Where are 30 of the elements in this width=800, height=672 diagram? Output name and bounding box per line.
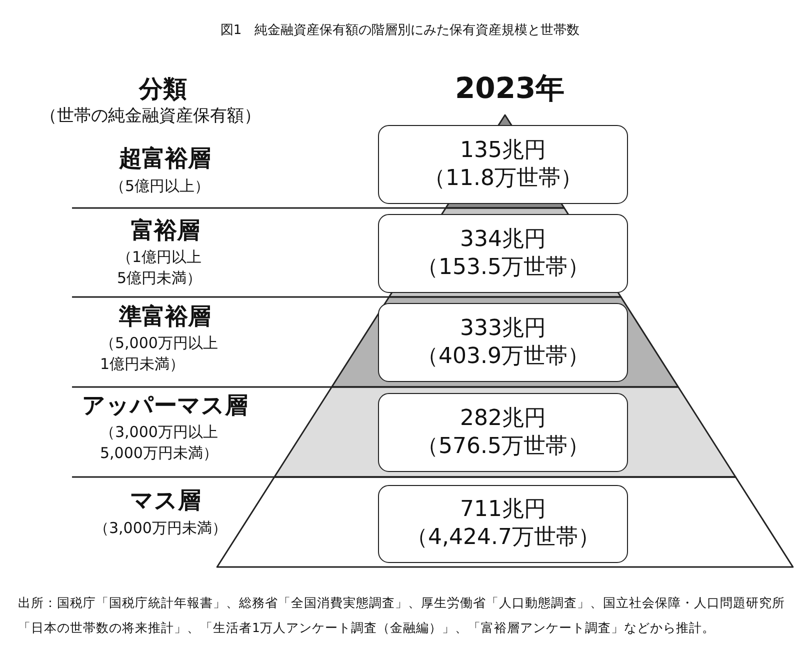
tier-name: マス層 [130,487,201,516]
value-box [378,303,628,382]
value-box [378,485,628,563]
household-count: （576.5万世帯） [416,432,590,460]
asset-amount: 135兆円 [460,136,546,164]
household-count: （11.8万世帯） [424,164,582,192]
asset-amount: 333兆円 [460,314,546,342]
asset-amount: 334兆円 [460,226,546,254]
household-count: （153.5万世帯） [416,254,590,282]
value-box [378,125,628,204]
household-count: （403.9万世帯） [416,342,590,370]
category-heading-note: （世帯の純金融資産保有額） [40,105,261,128]
asset-amount: 282兆円 [460,404,546,432]
tier-range: （3,000万円以上5,000万円未満） [100,422,219,464]
year-heading: 2023年 [455,70,565,107]
asset-amount: 711兆円 [460,496,546,524]
tier-name: 富裕層 [131,217,200,246]
source-note: 出所：国税庁「国税庁統計年報書」、総務省「全国消費実態調査」、厚生労働省「人口動態調査」、国立社会保障・人口問題研究所「日本の世帯数の将来推計」、「生活者1万人アンケート調査（金融編）」、「富裕層アンケート調査」などから推計。 [18,594,786,637]
tier-range: （5,000万円以上1億円未満） [100,333,219,375]
figure-title: 図1 純金融資産保有額の階層別にみた保有資産規模と世帯数 [219,22,581,40]
household-count: （4,424.7万世帯） [406,524,600,552]
value-box [378,393,628,472]
tier-name: 超富裕層 [119,145,211,174]
category-heading: 分類 [139,74,187,105]
tier-range: （1億円以上5億円未満） [117,247,203,289]
tier-name: アッパーマス層 [82,392,248,421]
tier-range: （5億円以上） [110,176,210,197]
tier-range: （3,000万円未満） [94,518,227,539]
tier-name: 準富裕層 [119,303,211,332]
value-box [378,214,628,293]
